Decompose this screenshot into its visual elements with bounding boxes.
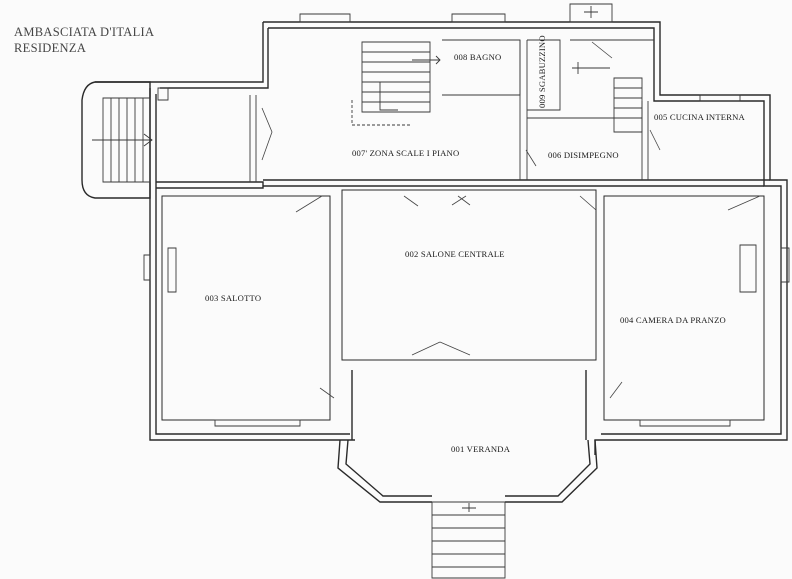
label-007-zona-scale: 007' ZONA SCALE I PIANO xyxy=(352,148,459,158)
front-steps xyxy=(431,501,506,579)
interior-walls xyxy=(156,39,770,421)
label-006-disimpegno: 006 DISIMPEGNO xyxy=(548,150,619,160)
header-subtitle: RESIDENZA xyxy=(14,41,87,55)
label-004-camera-da-pranzo: 004 CAMERA DA PRANZO xyxy=(620,315,726,325)
label-002-salone-centrale: 002 SALONE CENTRALE xyxy=(405,249,505,259)
label-008-bagno: 008 BAGNO xyxy=(454,52,501,62)
plan-header: AMBASCIATA D'ITALIA RESIDENZA xyxy=(14,24,154,56)
windows xyxy=(143,13,790,427)
service-stair xyxy=(572,62,643,133)
label-001-veranda: 001 VERANDA xyxy=(451,444,511,454)
top-entrance xyxy=(569,3,613,23)
label-009-sgabuzzino: 009 SGABUZZINO xyxy=(537,35,547,108)
label-003-salotto: 003 SALOTTO xyxy=(205,293,261,303)
label-005-cucina-interna: 005 CUCINA INTERNA xyxy=(654,112,746,122)
doors xyxy=(261,41,761,399)
room-labels: 001 VERANDA 002 SALONE CENTRALE 003 SALO… xyxy=(205,35,746,454)
outer-walls xyxy=(95,21,788,503)
left-entry-stair xyxy=(81,81,153,199)
main-stair xyxy=(351,41,441,126)
header-title: AMBASCIATA D'ITALIA xyxy=(14,25,155,39)
